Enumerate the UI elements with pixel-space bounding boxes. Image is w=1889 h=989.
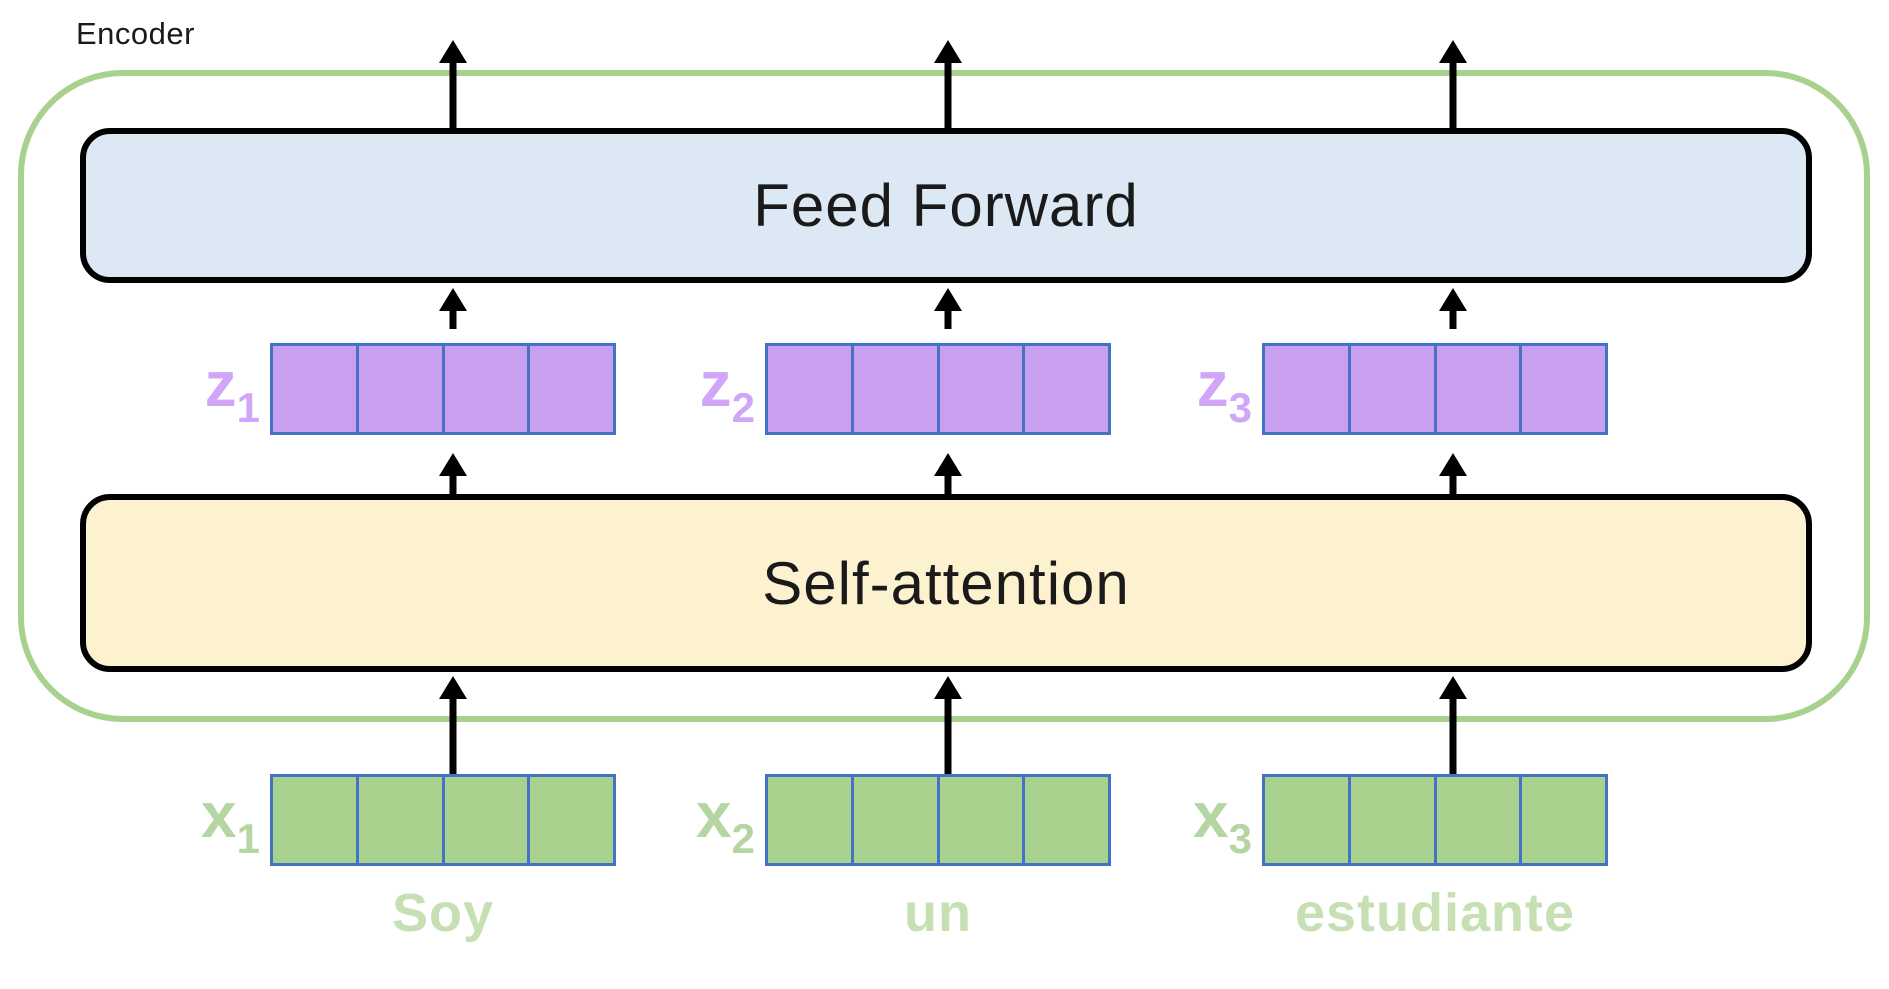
x2-subscript: 2 [731, 815, 755, 862]
z3-label: z3 [1196, 348, 1252, 431]
x1-vector [270, 774, 616, 866]
x3-cell [1519, 777, 1605, 863]
z1-cell [441, 346, 528, 432]
z3-vector [1262, 343, 1608, 435]
x3-cell [1433, 777, 1520, 863]
encoder-title: Encoder [76, 16, 195, 51]
z2-cell [850, 346, 937, 432]
z3-cell [1265, 346, 1348, 432]
x2-cell [768, 777, 851, 863]
token-soy: Soy [391, 883, 495, 943]
z2-vector [765, 343, 1111, 435]
up-arrow-icon [438, 453, 468, 494]
x3-subscript: 3 [1228, 815, 1252, 862]
x3-cell [1347, 777, 1434, 863]
up-arrow-icon [933, 453, 963, 494]
x3-label: x3 [1193, 779, 1252, 862]
x2-cell [936, 777, 1023, 863]
x1-cell [441, 777, 528, 863]
up-arrow-icon [1438, 453, 1468, 494]
x3-vector [1262, 774, 1608, 866]
x2-cell [1022, 777, 1108, 863]
token-estudiante: estudiante [1294, 883, 1576, 943]
x1-cell [355, 777, 442, 863]
x1-label: x1 [201, 779, 260, 862]
up-arrow-icon [933, 40, 963, 130]
token-un: un [904, 883, 972, 943]
up-arrow-icon [933, 676, 963, 774]
up-arrow-icon [1438, 288, 1468, 329]
x3-cell [1265, 777, 1348, 863]
z2-cell [936, 346, 1023, 432]
up-arrow-icon [933, 288, 963, 329]
x1-subscript: 1 [236, 815, 260, 862]
up-arrow-icon [1438, 40, 1468, 130]
up-arrow-icon [438, 288, 468, 329]
z1-cell [355, 346, 442, 432]
up-arrow-icon [438, 676, 468, 774]
z2-cell [768, 346, 851, 432]
feed-forward-label: Feed Forward [753, 172, 1139, 239]
z1-cell [527, 346, 613, 432]
self-attention-layer: Self-attention [80, 494, 1812, 672]
up-arrow-icon [1438, 676, 1468, 774]
z3-cell [1519, 346, 1605, 432]
feed-forward-layer: Feed Forward [80, 128, 1812, 283]
z2-subscript: 2 [731, 384, 755, 431]
x1-cell [527, 777, 613, 863]
encoder-boundary [18, 70, 1870, 722]
x2-vector [765, 774, 1111, 866]
up-arrow-icon [438, 40, 468, 130]
self-attention-label: Self-attention [762, 549, 1130, 617]
z3-cell [1347, 346, 1434, 432]
z2-cell [1022, 346, 1108, 432]
z1-subscript: 1 [236, 384, 260, 431]
z3-cell [1433, 346, 1520, 432]
x2-label: x2 [696, 779, 755, 862]
z2-label: z2 [699, 348, 755, 431]
x2-cell [850, 777, 937, 863]
z1-label: z1 [204, 348, 260, 431]
z3-subscript: 3 [1228, 384, 1252, 431]
x1-cell [273, 777, 356, 863]
z1-cell [273, 346, 356, 432]
z1-vector [270, 343, 616, 435]
